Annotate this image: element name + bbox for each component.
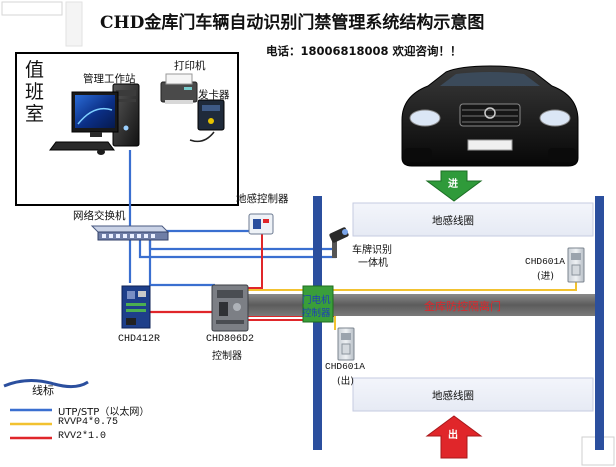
plate-camera-label-1: 车牌识别 — [352, 245, 392, 256]
chd806d2-role-label: 控制器 — [212, 351, 242, 362]
watermark-strip — [65, 1, 83, 47]
car-image — [401, 65, 579, 167]
ethernet-line-chd806d2 — [148, 238, 215, 287]
ethernet-line-plate-b — [148, 238, 336, 251]
switch-label: 网络交换机 — [73, 210, 126, 222]
rvvp-line-reader-in — [246, 282, 577, 291]
printer-label: 打印机 — [174, 60, 206, 72]
ground-sensor-device — [248, 213, 274, 235]
workstation-pc — [49, 83, 140, 155]
legend-label-ethernet: UTP/STP（以太网） — [58, 407, 150, 418]
legend-swoosh — [3, 379, 89, 389]
rvv-line-ground — [247, 224, 263, 289]
diagram-title: CHD金库门车辆自动识别门禁管理系统结构示意图 — [100, 13, 485, 33]
workstation-label: 管理工作站 — [83, 73, 136, 85]
ethernet-lines — [128, 150, 336, 287]
contact-line: 电话：18006818008 欢迎咨询！！ — [266, 44, 462, 58]
reader-out-model-label: CHD601A — [325, 361, 365, 372]
entry-arrow-label: 进 — [448, 179, 458, 190]
legend-title: 线标 — [32, 384, 54, 397]
legend-graphics — [3, 379, 89, 440]
legend-label-rvvp: RVVP4*0.75 — [58, 417, 119, 428]
chd806d2-controller — [211, 284, 249, 332]
duty-room-label-2: 班 — [25, 81, 45, 103]
motor-label-1: 门电机 — [302, 295, 331, 306]
ethernet-line-plate-a — [138, 238, 336, 259]
ground-ctrl-label: 地感控制器 — [236, 193, 289, 205]
plate-camera-device — [329, 227, 349, 258]
card-issuer-device — [189, 99, 225, 143]
gate-bar — [246, 294, 602, 316]
chd412r-label: CHD412R — [118, 334, 161, 345]
duty-room-frame — [15, 52, 239, 206]
duty-room-label-3: 室 — [25, 103, 45, 125]
entry-arrow — [425, 170, 483, 202]
reader-in-dir-label: (进) — [537, 271, 554, 282]
lane-post-left — [313, 196, 322, 450]
printer-device — [160, 73, 198, 104]
loop-top-label: 地感线圈 — [432, 215, 474, 227]
plate-camera-label-2: 一体机 — [358, 258, 388, 269]
lane-post-right — [595, 196, 604, 450]
motor-controller-box — [302, 285, 334, 323]
chd412r-board — [121, 285, 151, 329]
watermark-box-top — [1, 1, 63, 16]
exit-arrow — [425, 415, 483, 459]
duty-room-label-1: 值 — [25, 59, 45, 81]
reader-in-device — [567, 247, 585, 283]
legend-label-rvv: RVV2*1.0 — [58, 431, 107, 442]
reader-out-device — [337, 327, 355, 361]
motor-label-2: 控制器 — [302, 308, 331, 319]
exit-arrow-label: 出 — [448, 430, 458, 441]
ground-loop-top — [352, 202, 594, 237]
gate-label: 金库防控隔离门 — [424, 300, 501, 313]
ground-loop-bottom — [352, 377, 594, 412]
reader-in-model-label: CHD601A — [525, 256, 565, 267]
switch-device — [90, 225, 170, 241]
reader-out-dir-label: (出) — [337, 376, 354, 387]
card-issuer-label: 发卡器 — [198, 89, 230, 101]
chd806d2-model-label: CHD806D2 — [206, 334, 255, 345]
loop-bottom-label: 地感线圈 — [432, 390, 474, 402]
